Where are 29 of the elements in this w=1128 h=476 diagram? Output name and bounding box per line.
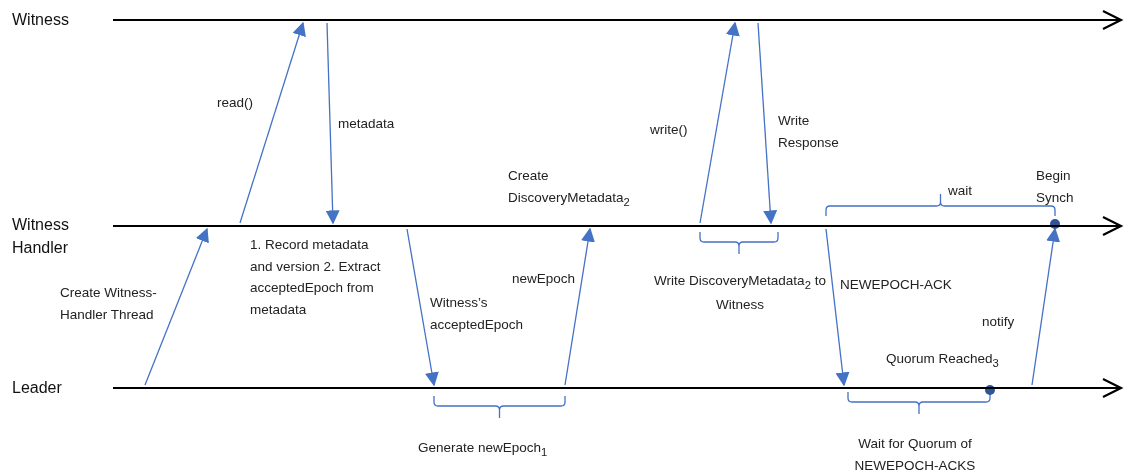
message-arrow	[144, 227, 209, 386]
annotation-text: 1. Record metadata and version 2. Extract acceptedEpoch from metadata	[250, 236, 382, 319]
edge-label: NEWEPOCH-ACK	[840, 276, 953, 294]
message-arrow	[564, 227, 595, 386]
message-arrow	[325, 22, 340, 225]
edge-label: Create Witness-Handler Thread	[60, 284, 158, 324]
lifeline-label: Witness	[12, 10, 70, 31]
annotation-text: Write DiscoveryMetadata$_{2}$ to Witness	[653, 272, 827, 314]
message-arrow	[757, 22, 778, 225]
edge-label: Write Response	[778, 112, 840, 152]
message-arrow	[1031, 227, 1061, 386]
annotation-text: Generate newEpoch$_{1}$	[418, 439, 549, 460]
annotation-text: wait	[948, 182, 973, 200]
edge-label: notify	[982, 313, 1016, 331]
annotation-text: Quorum Reached$_{3}$	[886, 350, 1000, 371]
annotation-text: Wait for Quorum of NEWEPOCH-ACKS	[853, 435, 977, 475]
annotation-text: Create DiscoveryMetadata$_{2}$	[508, 167, 631, 210]
message-arrow	[825, 228, 850, 387]
annotation-text: Begin Synch	[1036, 167, 1075, 207]
message-arrow	[406, 228, 439, 387]
edge-label: metadata	[338, 115, 396, 133]
message-arrow	[239, 21, 306, 224]
lifeline-label: Witness Handler	[12, 214, 70, 258]
lifeline-label: Leader	[12, 378, 63, 399]
edge-label: read()	[217, 94, 254, 112]
edge-label: Witness’s acceptedEpoch	[430, 294, 525, 334]
edge-label: write()	[650, 121, 689, 139]
edge-label: newEpoch	[512, 270, 577, 288]
message-arrow	[699, 21, 740, 224]
